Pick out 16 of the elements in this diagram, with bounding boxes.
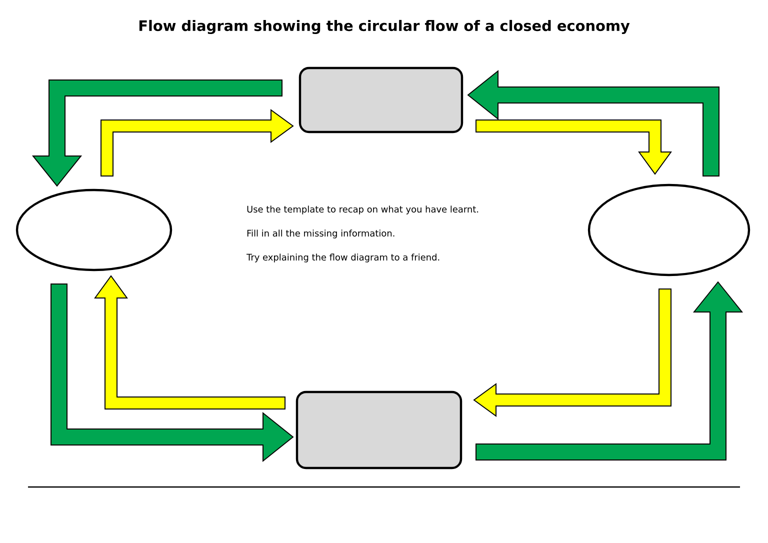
arrow: [467, 70, 720, 176]
ellipse-node: [16, 188, 172, 272]
instruction-text: Try explaining the flow diagram to a friend.: [246, 254, 440, 262]
box-node: [298, 66, 464, 134]
arrow: [476, 120, 672, 175]
instruction-text: Use the template to recap on what you have learnt.: [247, 206, 478, 214]
instruction-text: Fill in all the missing information.: [247, 230, 394, 238]
arrow: [50, 284, 294, 462]
arrow: [32, 80, 282, 187]
arrow: [476, 281, 744, 460]
arrow: [473, 288, 672, 417]
arrow: [94, 275, 286, 410]
arrow: [100, 109, 294, 176]
title: Flow diagram showing the circular flow of a closed economy: [139, 20, 630, 34]
ellipse-node: [588, 184, 750, 276]
box-node: [296, 390, 462, 470]
